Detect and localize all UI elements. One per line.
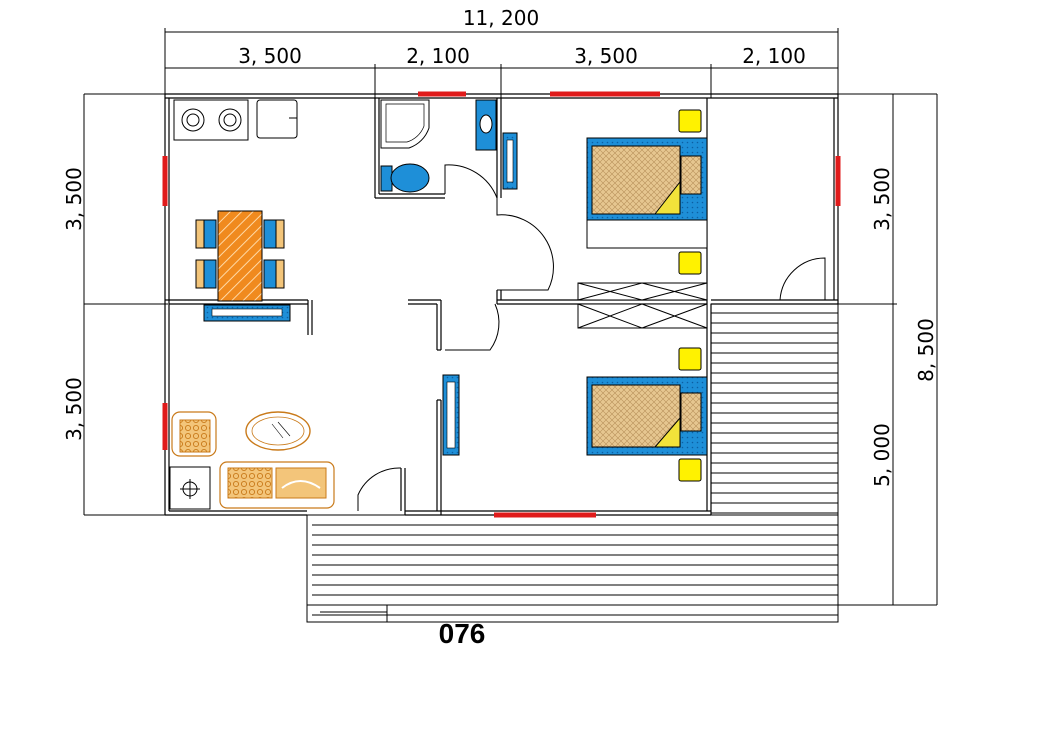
dining-chairs [195,219,285,289]
shower [380,99,430,149]
dim-top-segment-2: 2, 100 [406,44,470,68]
bed-1 [586,137,708,249]
dimension-lines [83,28,938,606]
dining-table [217,210,263,302]
dim-top-segment-4: 2, 100 [742,44,806,68]
dim-right-segment-1: 3, 500 [870,167,894,231]
coffee-table [245,411,311,451]
washbasin [475,99,497,151]
front-deck-step [306,604,388,623]
side-deck [710,303,839,516]
kitchen-sink [256,99,298,139]
wardrobe [577,282,708,329]
radiator [203,304,291,322]
fireplace [169,466,211,510]
radiator-bedroom-2 [442,374,460,456]
radiator-bedroom-1 [502,132,518,190]
dim-left-segment-2: 3, 500 [62,377,86,441]
dim-top-segment-1: 3, 500 [238,44,302,68]
dim-overall-width: 11, 200 [463,6,539,30]
plan-label: 076 [439,618,486,649]
dim-top-segment-3: 3, 500 [574,44,638,68]
dim-right-segment-2: 5, 000 [870,423,894,487]
doors [357,164,826,511]
front-deck [306,514,839,623]
nightstands-bedroom-1 [678,109,702,275]
stove [173,99,249,141]
toilet [380,163,430,193]
dim-left-segment-1: 3, 500 [62,167,86,231]
nightstands-bedroom-2 [678,347,702,482]
armchair [171,411,217,457]
dim-overall-depth: 8, 500 [914,318,938,382]
bed-2 [586,376,708,456]
windows [162,91,841,518]
sofa [219,461,335,509]
